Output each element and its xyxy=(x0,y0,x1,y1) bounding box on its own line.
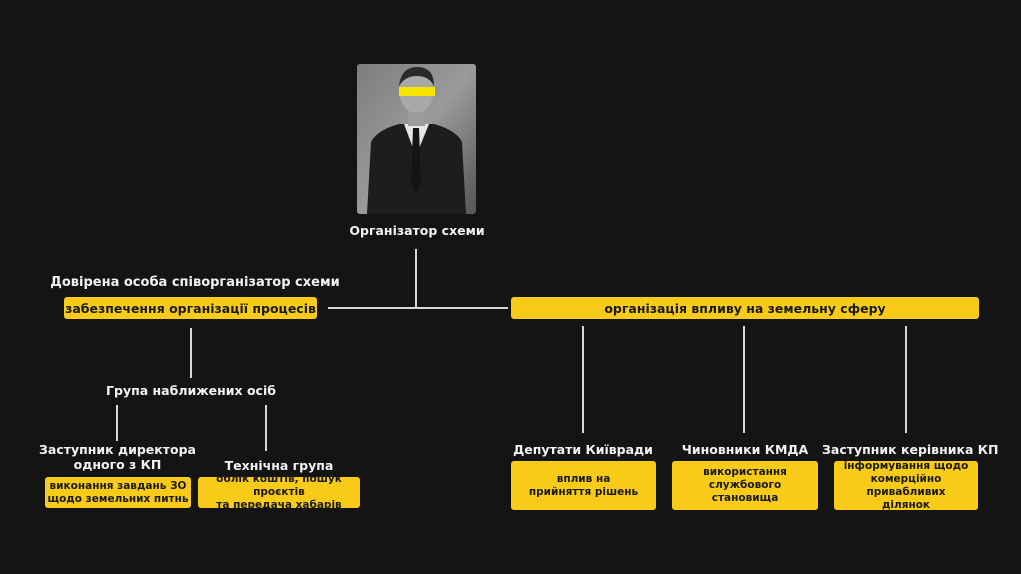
left-branch-title: Довірена особа співорганізатор схеми xyxy=(50,275,340,290)
connector-horizontal xyxy=(328,307,508,309)
right-child-2-title: Чиновники КМДА xyxy=(681,442,809,457)
left-child-2-box: облік коштів, пошук проєктів та передача… xyxy=(198,473,360,511)
organizer-label: Організатор схеми xyxy=(349,223,485,238)
connector-left-child-1 xyxy=(116,405,118,441)
right-child-3-title: Заступник керівника КП xyxy=(822,442,999,457)
right-branch-bar: організація впливу на земельну сферу xyxy=(511,297,979,319)
right-child-1-box: вплив на прийняття рішень xyxy=(511,461,656,510)
left-child-1-box: виконання завдань ЗО щодо земельних питн… xyxy=(45,477,191,508)
censor-bar-icon xyxy=(399,87,435,96)
right-child-2-box: використання службового становища xyxy=(672,461,818,510)
left-branch-bar: забезпечення організації процесів xyxy=(64,297,317,319)
organizer-photo xyxy=(357,64,476,214)
left-child-1-title: Заступник директора одного з КП xyxy=(39,442,196,472)
connector-right-child-2 xyxy=(743,326,745,433)
right-child-1-title: Депутати Київради xyxy=(513,442,653,457)
connector-right-child-3 xyxy=(905,326,907,433)
connector-left-child-2 xyxy=(265,405,267,451)
left-child-2-title: Технічна група xyxy=(224,458,334,473)
connector-left-down xyxy=(190,328,192,378)
connector-right-child-1 xyxy=(582,326,584,433)
connector-organizer-down xyxy=(415,249,417,308)
left-group-label: Група наближених осіб xyxy=(106,383,276,398)
right-child-3-box: інформування щодо комерційно привабливих… xyxy=(834,460,978,511)
